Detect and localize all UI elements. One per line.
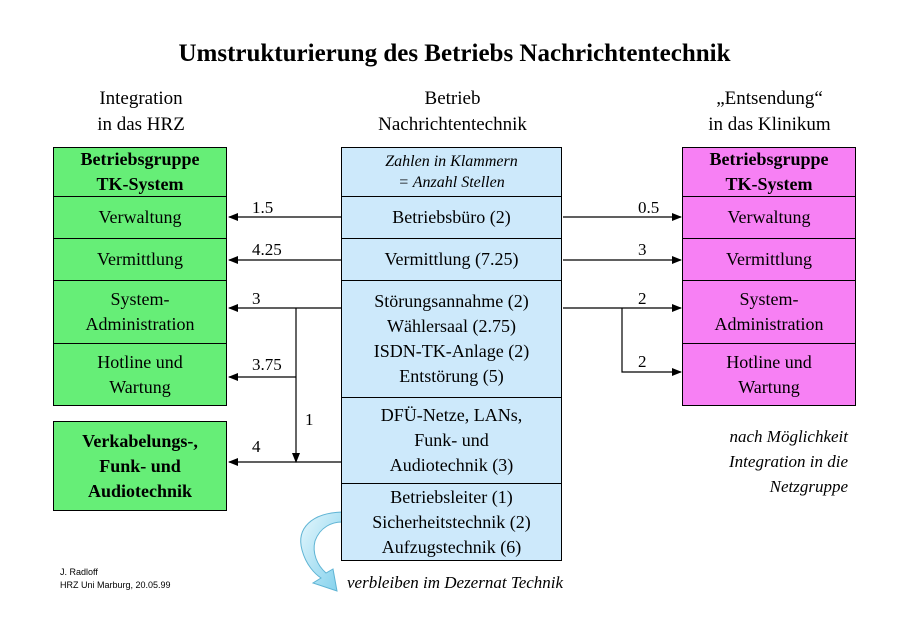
header-right: „Entsendung“ in das Klinikum bbox=[682, 86, 857, 138]
right-sysadmin-line1: System- bbox=[739, 289, 799, 309]
left-box-hotline: Hotline und Wartung bbox=[53, 343, 227, 406]
center-legend-box: Zahlen in Klammern = Anzahl Stellen bbox=[341, 147, 562, 197]
left-box-verwaltung: Verwaltung bbox=[53, 196, 227, 239]
right-box-hotline: Hotline und Wartung bbox=[682, 343, 856, 406]
header-center: Betrieb Nachrichtentechnik bbox=[320, 86, 585, 138]
flow-left-sysadmin: 3 bbox=[252, 289, 261, 308]
center-dfue-line2: Funk- und bbox=[414, 430, 489, 450]
left-group-line2: TK-System bbox=[96, 174, 184, 194]
header-center-line1: Betrieb bbox=[424, 88, 481, 109]
page-title: Umstrukturierung des Betriebs Nachrichte… bbox=[178, 40, 731, 67]
note-line2: Integration in die bbox=[729, 452, 848, 471]
center-box-buero: Betriebsbüro (2) bbox=[341, 196, 562, 239]
center-stoer-line2: Wählersaal (2.75) bbox=[387, 316, 516, 336]
left-vermittlung-label: Vermittlung bbox=[97, 249, 183, 269]
flow-left-verwaltung: 1.5 bbox=[252, 198, 274, 217]
header-center-line2: Nachrichtentechnik bbox=[378, 114, 527, 135]
author-line1: J. Radloff bbox=[60, 567, 98, 577]
header-left: Integration in das HRZ bbox=[55, 86, 227, 138]
left-kabel-line3: Audiotechnik bbox=[87, 480, 192, 501]
left-verwaltung-label: Verwaltung bbox=[98, 207, 182, 227]
right-hotline-line1: Hotline und bbox=[726, 351, 812, 372]
note-netzgruppe: nach Möglichkeit Integration in die Netz… bbox=[640, 424, 848, 499]
right-box-sysadmin: System- Administration bbox=[682, 280, 856, 344]
center-box-leiter: Betriebsleiter (1) Sicherheitstechnik (2… bbox=[341, 483, 562, 561]
left-box-kabel: Verkabelungs-, Funk- und Audiotechnik bbox=[53, 421, 227, 511]
note-remain: verbleiben im Dezernat Technik bbox=[347, 573, 564, 592]
right-group-line2: TK-System bbox=[725, 174, 813, 194]
note-line3: Netzgruppe bbox=[769, 477, 848, 496]
left-kabel-line1: Verkabelungs-, bbox=[82, 430, 198, 451]
right-verwaltung-label: Verwaltung bbox=[727, 207, 811, 227]
left-kabel-line2: Funk- und bbox=[99, 455, 181, 476]
left-hotline-line2: Wartung bbox=[109, 376, 171, 397]
center-leiter-line1: Betriebsleiter (1) bbox=[390, 486, 513, 507]
right-box-vermittlung: Vermittlung bbox=[682, 238, 856, 281]
center-stoer-line4: Entstörung (5) bbox=[399, 366, 504, 386]
center-vermittlung-label: Vermittlung (7.25) bbox=[384, 249, 519, 269]
right-sysadmin-line2: Administration bbox=[714, 314, 824, 334]
right-box-verwaltung: Verwaltung bbox=[682, 196, 856, 239]
center-stoer-line3: ISDN-TK-Anlage (2) bbox=[373, 341, 530, 361]
right-hotline-line2: Wartung bbox=[738, 376, 800, 397]
arrow-right-hotline bbox=[621, 308, 682, 376]
author-block: J. Radloff HRZ Uni Marburg, 20.05.99 bbox=[60, 566, 171, 592]
right-vermittlung-label: Vermittlung bbox=[726, 249, 812, 269]
center-legend-line2: = Anzahl Stellen bbox=[398, 174, 505, 191]
curved-arrow-icon bbox=[300, 511, 343, 592]
left-group-line1: Betriebsgruppe bbox=[80, 149, 200, 169]
left-group-header: Betriebsgruppe TK-System bbox=[53, 147, 227, 197]
flow-right-vermittlung: 3 bbox=[638, 240, 647, 259]
center-buero-label: Betriebsbüro (2) bbox=[392, 207, 511, 227]
center-leiter-line3: Aufzugstechnik (6) bbox=[381, 536, 522, 557]
center-box-stoerung: Störungsannahme (2) Wählersaal (2.75) IS… bbox=[341, 280, 562, 398]
header-left-line1: Integration bbox=[99, 88, 183, 109]
flow-left-branch: 1 bbox=[305, 410, 314, 429]
right-group-line1: Betriebsgruppe bbox=[709, 149, 829, 169]
header-left-line2: in das HRZ bbox=[97, 114, 185, 135]
right-group-header: Betriebsgruppe TK-System bbox=[682, 147, 856, 197]
center-stoer-line1: Störungsannahme (2) bbox=[374, 291, 529, 311]
center-dfue-line1: DFÜ-Netze, LANs, bbox=[380, 405, 523, 425]
header-right-line1: „Entsendung“ bbox=[716, 88, 823, 109]
center-leiter-line2: Sicherheitstechnik (2) bbox=[372, 511, 531, 532]
flow-left-hotline: 3.75 bbox=[252, 355, 282, 374]
left-box-vermittlung: Vermittlung bbox=[53, 238, 227, 281]
left-hotline-line1: Hotline und bbox=[97, 351, 183, 372]
center-box-vermittlung: Vermittlung (7.25) bbox=[341, 238, 562, 281]
author-line2: HRZ Uni Marburg, 20.05.99 bbox=[60, 580, 171, 590]
flow-right-verwaltung: 0.5 bbox=[638, 198, 660, 217]
flow-right-sysadmin: 2 bbox=[638, 289, 647, 308]
note-line1: nach Möglichkeit bbox=[729, 427, 849, 446]
center-dfue-line3: Audiotechnik (3) bbox=[389, 455, 514, 475]
flow-left-kabel: 4 bbox=[252, 437, 261, 456]
left-sysadmin-line1: System- bbox=[110, 289, 170, 309]
center-legend-line1: Zahlen in Klammern bbox=[385, 153, 518, 170]
flow-right-hotline: 2 bbox=[638, 352, 647, 371]
header-right-line2: in das Klinikum bbox=[708, 114, 831, 135]
center-box-dfue: DFÜ-Netze, LANs, Funk- und Audiotechnik … bbox=[341, 397, 562, 484]
left-box-sysadmin: System- Administration bbox=[53, 280, 227, 344]
flow-left-vermittlung: 4.25 bbox=[252, 240, 282, 259]
left-sysadmin-line2: Administration bbox=[85, 314, 195, 334]
